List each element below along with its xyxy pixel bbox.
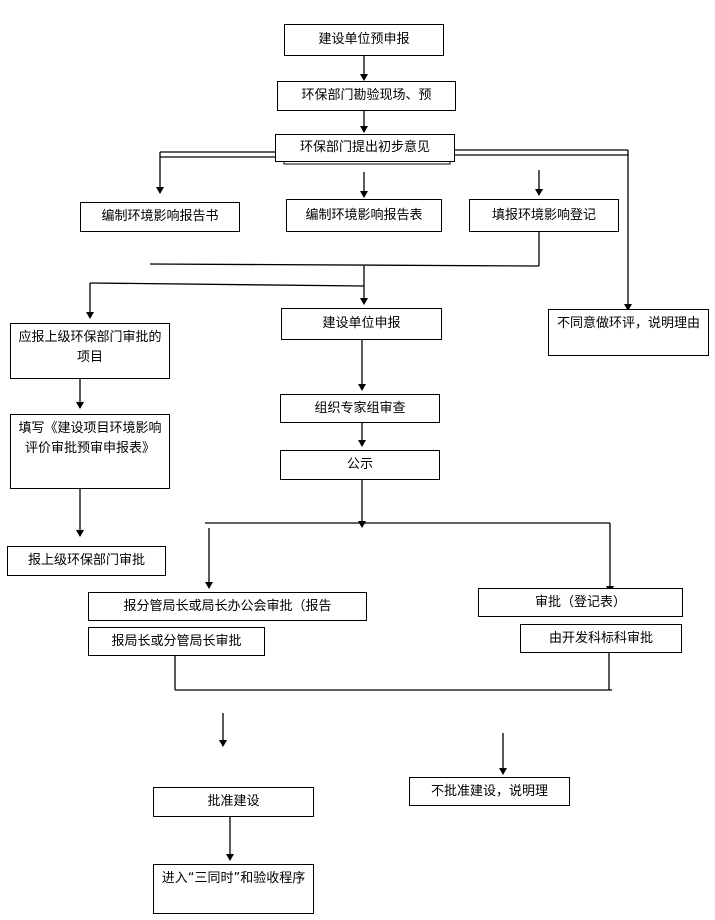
node-n4-label: 编制环境影响报告书 (101, 209, 219, 224)
node-n7-label: 应报上级环保部门审批的项目 (18, 330, 162, 365)
node-n18: 批准建设 (153, 787, 314, 817)
node-n4: 编制环境影响报告书 (80, 202, 240, 232)
node-n18-label: 批准建设 (207, 794, 260, 809)
node-n5-label: 编制环境影响报告表 (305, 207, 423, 223)
node-n13: 报上级环保部门审批 (7, 546, 166, 576)
node-n1: 建设单位预申报 (284, 24, 444, 56)
node-n10-label: 组织专家组审查 (314, 400, 406, 416)
node-n12-label: 公示 (346, 457, 373, 472)
node-n11-label: 填写《建设项目环境影响评价审批预审申报表》 (18, 421, 162, 456)
node-n9-label: 不同意做环评，说明理由 (556, 316, 700, 331)
node-n6: 填报环境影响登记 (469, 199, 619, 232)
node-n3-label: 环保部门提出初步意见 (299, 140, 430, 155)
node-n7: 应报上级环保部门审批的项目 (10, 323, 170, 379)
node-n5: 编制环境影响报告表 (286, 199, 442, 232)
node-n6-label: 填报环境影响登记 (491, 207, 596, 223)
node-n19: 不批准建设，说明理 (409, 777, 570, 806)
node-n3: 环保部门提出初步意见 (275, 134, 455, 162)
node-n2: 环保部门勘验现场、预 (277, 81, 456, 111)
node-n17: 由开发科标科审批 (520, 624, 682, 653)
node-n8-label: 建设单位申报 (322, 316, 401, 331)
node-n19-label: 不批准建设，说明理 (430, 783, 548, 799)
node-n16-label: 报局长或分管局长审批 (111, 633, 242, 649)
merge-line (149, 263, 540, 267)
node-n17-label: 由开发科标科审批 (548, 630, 653, 646)
node-n9: 不同意做环评，说明理由 (548, 309, 709, 356)
node-n13-label: 报上级环保部门审批 (27, 553, 145, 568)
node-n15-label: 审批（登记表） (534, 594, 626, 610)
node-n8: 建设单位申报 (281, 308, 442, 340)
node-n12: 公示 (280, 450, 440, 480)
node-n1-label: 建设单位预申报 (318, 32, 410, 47)
node-n11: 填写《建设项目环境影响评价审批预审申报表》 (10, 414, 170, 489)
node-n14-label: 报分管局长或局长办公会审批（报告 (123, 598, 332, 614)
node-n20-label: 进入“三同时”和验收程序 (161, 871, 306, 886)
node-n20: 进入“三同时”和验收程序 (153, 864, 314, 914)
node-n16: 报局长或分管局长审批 (88, 627, 265, 656)
node-n2-label: 环保部门勘验现场、预 (301, 88, 432, 103)
node-n15: 审批（登记表） (478, 588, 683, 617)
split-line (89, 282, 365, 287)
node-n14: 报分管局长或局长办公会审批（报告 (88, 592, 367, 621)
node-n10: 组织专家组审查 (280, 394, 440, 423)
